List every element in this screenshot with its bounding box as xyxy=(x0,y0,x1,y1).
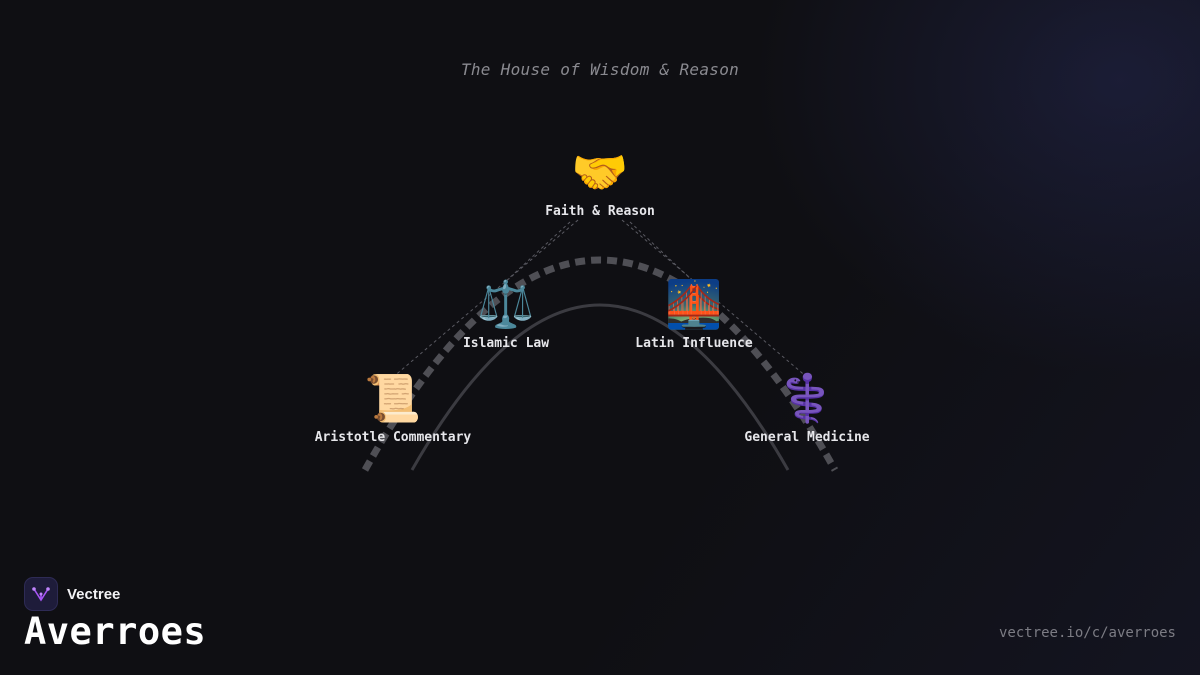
connector-line-right xyxy=(621,219,809,379)
medical-symbol-icon: ⚕️ xyxy=(778,371,836,425)
connector-line-right-inner xyxy=(629,221,695,283)
node-islamic-law[interactable]: ⚖️ Islamic Law xyxy=(386,276,626,351)
node-latin-influence[interactable]: 🌉 Latin Influence xyxy=(574,276,814,351)
page-url[interactable]: vectree.io/c/averroes xyxy=(998,625,1176,641)
vectree-logo-icon xyxy=(24,577,58,611)
node-label: General Medicine xyxy=(744,430,870,445)
scales-icon: ⚖️ xyxy=(477,277,535,331)
brand[interactable]: Vectree xyxy=(24,577,120,611)
outer-arch xyxy=(361,256,839,472)
diagram-subtitle: The House of Wisdom & Reason xyxy=(460,60,740,79)
brand-name: Vectree xyxy=(67,585,121,603)
handshake-icon: 🤝 xyxy=(571,145,629,199)
connector-line-left-inner xyxy=(504,221,571,283)
inner-arch xyxy=(410,303,790,471)
node-aristotle-commentary[interactable]: 📜 Aristotle Commentary xyxy=(273,370,513,445)
page-title: Averroes xyxy=(24,610,207,653)
connector-line-left xyxy=(391,219,579,379)
node-label: Faith & Reason xyxy=(545,204,655,219)
scroll-icon: 📜 xyxy=(364,371,422,425)
node-general-medicine[interactable]: ⚕️ General Medicine xyxy=(687,370,927,445)
node-label: Latin Influence xyxy=(635,336,753,351)
node-faith-reason[interactable]: 🤝 Faith & Reason xyxy=(480,144,720,219)
node-label: Islamic Law xyxy=(462,336,550,351)
bridge-at-night-icon: 🌉 xyxy=(665,277,723,331)
node-label: Aristotle Commentary xyxy=(314,430,472,445)
